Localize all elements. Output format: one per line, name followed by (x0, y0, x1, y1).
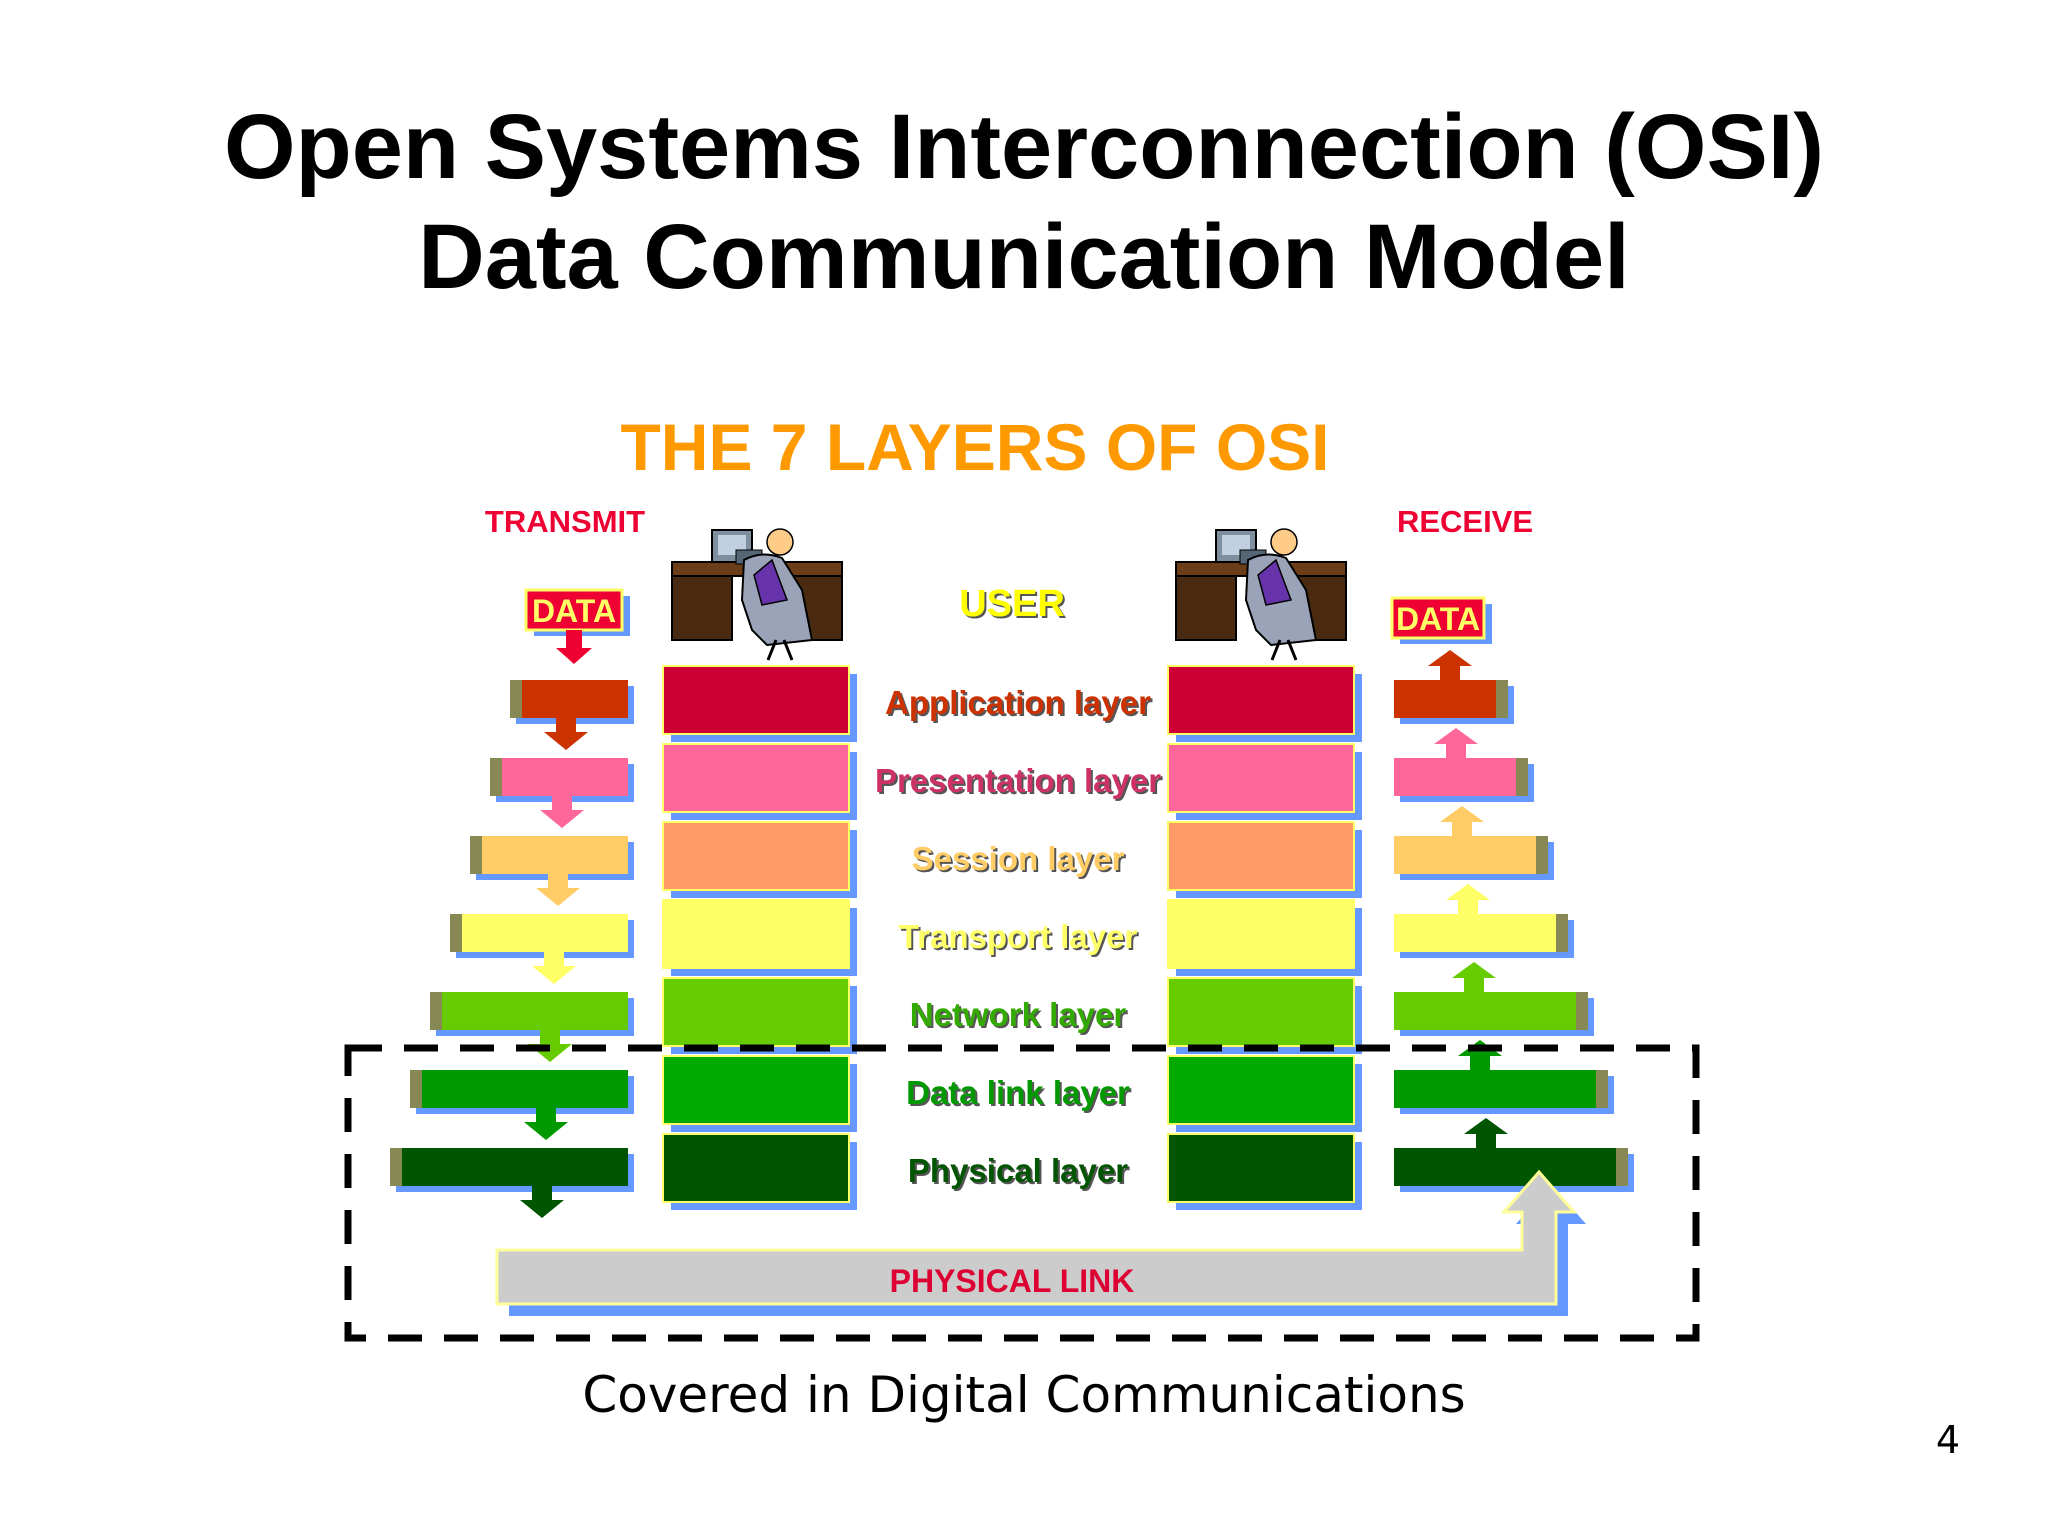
network-layer-receive-arrow (1394, 992, 1588, 1030)
transport-layer-transmit-arrow (450, 914, 628, 952)
page-number: 4 (1935, 1418, 1960, 1462)
transport-layer-box-transmit (662, 899, 850, 969)
data-link-layer-transmit-down-arrow-icon (524, 1108, 568, 1140)
physical-layer-box-receive (1167, 1133, 1355, 1203)
session-layer-label: Session layer (912, 840, 1125, 877)
presentation-layer-box-transmit (662, 743, 850, 813)
presentation-layer-receive-up-arrow-icon (1434, 728, 1478, 758)
physical-layer-label: Physical layer (908, 1152, 1128, 1189)
transport-layer-label: Transport layer (899, 918, 1138, 955)
physical-layer-receive-arrow (1394, 1148, 1628, 1186)
diagram-heading: THE 7 LAYERS OF OSI (620, 410, 1329, 484)
transport-layer-transmit-down-arrow-icon (532, 952, 576, 984)
slide-title-line-2: Data Communication Model (418, 206, 1630, 308)
network-layer-box-transmit (662, 977, 850, 1047)
presentation-layer-label: Presentation layer (875, 762, 1161, 799)
data-badge-receive-label: DATA (1396, 601, 1480, 637)
data-badge-transmit-label: DATA (532, 593, 616, 629)
application-layer-box-receive (1167, 665, 1355, 735)
session-layer-receive-arrow (1394, 836, 1548, 874)
data-link-layer-box-transmit (662, 1055, 850, 1125)
session-layer-box-transmit (662, 821, 850, 891)
application-layer-box-transmit (662, 665, 850, 735)
session-layer-receive-up-arrow-icon (1440, 806, 1484, 836)
network-layer-box-receive (1167, 977, 1355, 1047)
data-badge-transmit: DATA (524, 588, 630, 664)
user-label: USER (959, 583, 1065, 625)
slide-title-line-1: Open Systems Interconnection (OSI) (223, 96, 1825, 198)
data-link-layer-transmit-arrow (410, 1070, 628, 1108)
network-layer-receive-up-arrow-icon (1452, 962, 1496, 992)
physical-layer-transmit-arrow (390, 1148, 628, 1186)
physical-layer-transmit-down-arrow-icon (520, 1186, 564, 1218)
session-layer-transmit-arrow (470, 836, 628, 874)
network-layer-transmit-arrow (430, 992, 628, 1030)
application-layer-receive-arrow (1394, 680, 1508, 718)
data-link-layer-box-receive (1167, 1055, 1355, 1125)
physical-layer-receive-up-arrow-icon (1464, 1118, 1508, 1148)
slide-title: Open Systems Interconnection (OSI) Data … (0, 92, 2048, 312)
transport-layer-receive-up-arrow-icon (1446, 884, 1490, 914)
user-computer-icon-transmit (671, 528, 843, 661)
application-layer-receive-up-arrow-icon (1428, 650, 1472, 680)
presentation-layer-box-receive (1167, 743, 1355, 813)
data-badge-receive: DATA (1390, 596, 1492, 644)
transmit-label: TRANSMIT (485, 504, 645, 539)
data-link-layer-receive-arrow (1394, 1070, 1608, 1108)
lower-layers-highlight-box (344, 1044, 1700, 1342)
application-layer-label: Application layer (885, 684, 1151, 721)
presentation-layer-transmit-down-arrow-icon (540, 796, 584, 828)
presentation-layer-receive-arrow (1394, 758, 1528, 796)
application-layer-transmit-arrow (510, 680, 628, 718)
session-layer-box-receive (1167, 821, 1355, 891)
network-layer-label: Network layer (910, 996, 1127, 1033)
physical-link-arrow: PHYSICAL LINK (495, 1169, 1586, 1316)
receive-label: RECEIVE (1397, 504, 1533, 539)
session-layer-transmit-down-arrow-icon (536, 874, 580, 906)
transport-layer-box-receive (1167, 899, 1355, 969)
physical-link-label: PHYSICAL LINK (890, 1263, 1135, 1299)
caption: Covered in Digital Communications (582, 1366, 1466, 1424)
physical-layer-box-transmit (662, 1133, 850, 1203)
presentation-layer-transmit-arrow (490, 758, 628, 796)
user-computer-icon-receive (1175, 528, 1347, 661)
transport-layer-receive-arrow (1394, 914, 1568, 952)
data-link-layer-receive-up-arrow-icon (1458, 1040, 1502, 1070)
data-link-layer-label: Data link layer (906, 1074, 1130, 1111)
application-layer-transmit-down-arrow-icon (544, 718, 588, 750)
